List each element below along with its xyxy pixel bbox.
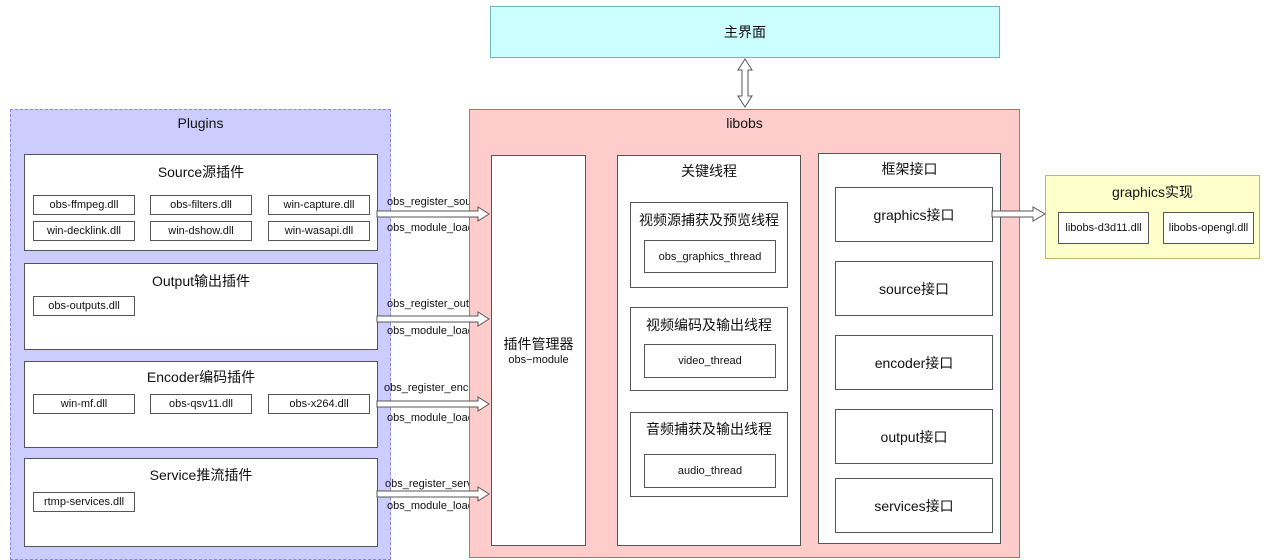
plugin-manager-box: 插件管理器 obs−module <box>491 155 586 546</box>
module-load-label: obs_module_load <box>387 325 474 337</box>
module-load-label: obs_module_load <box>387 412 474 424</box>
module-load-label: obs_module_load <box>387 222 474 234</box>
graphics-dll: libobs-opengl.dll <box>1163 212 1254 244</box>
libobs-container: libobs 插件管理器 obs−module 关键线程 视频源捕获及预览线程 … <box>469 109 1020 558</box>
thread-box: 音频捕获及输出线程 audio_thread <box>630 412 788 497</box>
output-plugins-group: Output输出插件 obs-outputs.dll <box>24 263 378 350</box>
plugin-dll: win-mf.dll <box>33 394 135 414</box>
main-ui-libobs-arrow <box>737 58 753 108</box>
plugins-title: Plugins <box>177 115 224 131</box>
interface-graphics: graphics接口 <box>835 187 993 242</box>
module-load-label: obs_module_load <box>387 500 474 512</box>
framework-interfaces-box: 框架接口 graphics接口 source接口 encoder接口 outpu… <box>818 153 1001 544</box>
plugin-dll: obs-ffmpeg.dll <box>33 195 135 215</box>
plugin-dll: win-wasapi.dll <box>268 221 370 241</box>
service-plugins-group: Service推流插件 rtmp-services.dll <box>24 458 378 547</box>
plugin-dll: obs-x264.dll <box>268 394 370 414</box>
plugin-dll: obs-qsv11.dll <box>150 394 252 414</box>
register-label: obs_register_output <box>387 298 485 310</box>
graphics-dll: libobs-d3d11.dll <box>1058 212 1149 244</box>
thread-box: 视频源捕获及预览线程 obs_graphics_thread <box>630 202 788 288</box>
plugin-dll: win-dshow.dll <box>150 221 252 241</box>
interface-encoder: encoder接口 <box>835 335 993 390</box>
plugins-container: Plugins Source源插件 obs-ffmpeg.dll obs-fil… <box>10 109 391 560</box>
source-plugins-title: Source源插件 <box>157 164 245 180</box>
plugin-dll: win-capture.dll <box>268 195 370 215</box>
thread-title: 视频源捕获及预览线程 <box>639 212 779 228</box>
thread-name: video_thread <box>644 344 776 378</box>
register-label: obs_register_service <box>385 478 487 490</box>
thread-name: audio_thread <box>644 454 776 488</box>
interface-source: source接口 <box>835 261 993 316</box>
plugin-manager-subtitle: obs−module <box>508 354 569 366</box>
main-ui-box: 主界面 <box>490 6 1000 58</box>
interface-output: output接口 <box>835 409 993 464</box>
plugin-register-arrow <box>376 206 490 502</box>
register-label: obs_register_encoder <box>384 382 491 394</box>
thread-title: 音频捕获及输出线程 <box>646 421 772 437</box>
libobs-title: libobs <box>726 115 763 131</box>
service-plugins-title: Service推流插件 <box>149 467 253 483</box>
thread-title: 视频编码及输出线程 <box>646 317 772 333</box>
plugin-dll: obs-outputs.dll <box>33 296 135 316</box>
register-label: obs_register_source <box>387 196 487 208</box>
interface-services: services接口 <box>835 478 993 533</box>
key-threads-title: 关键线程 <box>681 163 737 179</box>
encoder-plugins-title: Encoder编码插件 <box>146 369 256 385</box>
plugin-dll: rtmp-services.dll <box>33 492 135 512</box>
output-plugins-title: Output输出插件 <box>151 273 251 289</box>
graphics-impl-box: graphics实现 libobs-d3d11.dll libobs-openg… <box>1045 175 1260 259</box>
thread-box: 视频编码及输出线程 video_thread <box>630 307 788 391</box>
plugin-manager-title: 插件管理器 <box>503 336 574 352</box>
framework-interfaces-title: 框架接口 <box>881 161 938 177</box>
key-threads-box: 关键线程 视频源捕获及预览线程 obs_graphics_thread 视频编码… <box>617 155 801 546</box>
source-plugins-group: Source源插件 obs-ffmpeg.dll obs-filters.dll… <box>24 154 378 251</box>
thread-name: obs_graphics_thread <box>644 240 776 273</box>
graphics-impl-title: graphics实现 <box>1112 184 1193 200</box>
plugin-dll: win-decklink.dll <box>33 221 135 241</box>
plugin-dll: obs-filters.dll <box>150 195 252 215</box>
graphics-impl-arrow <box>991 206 1046 222</box>
